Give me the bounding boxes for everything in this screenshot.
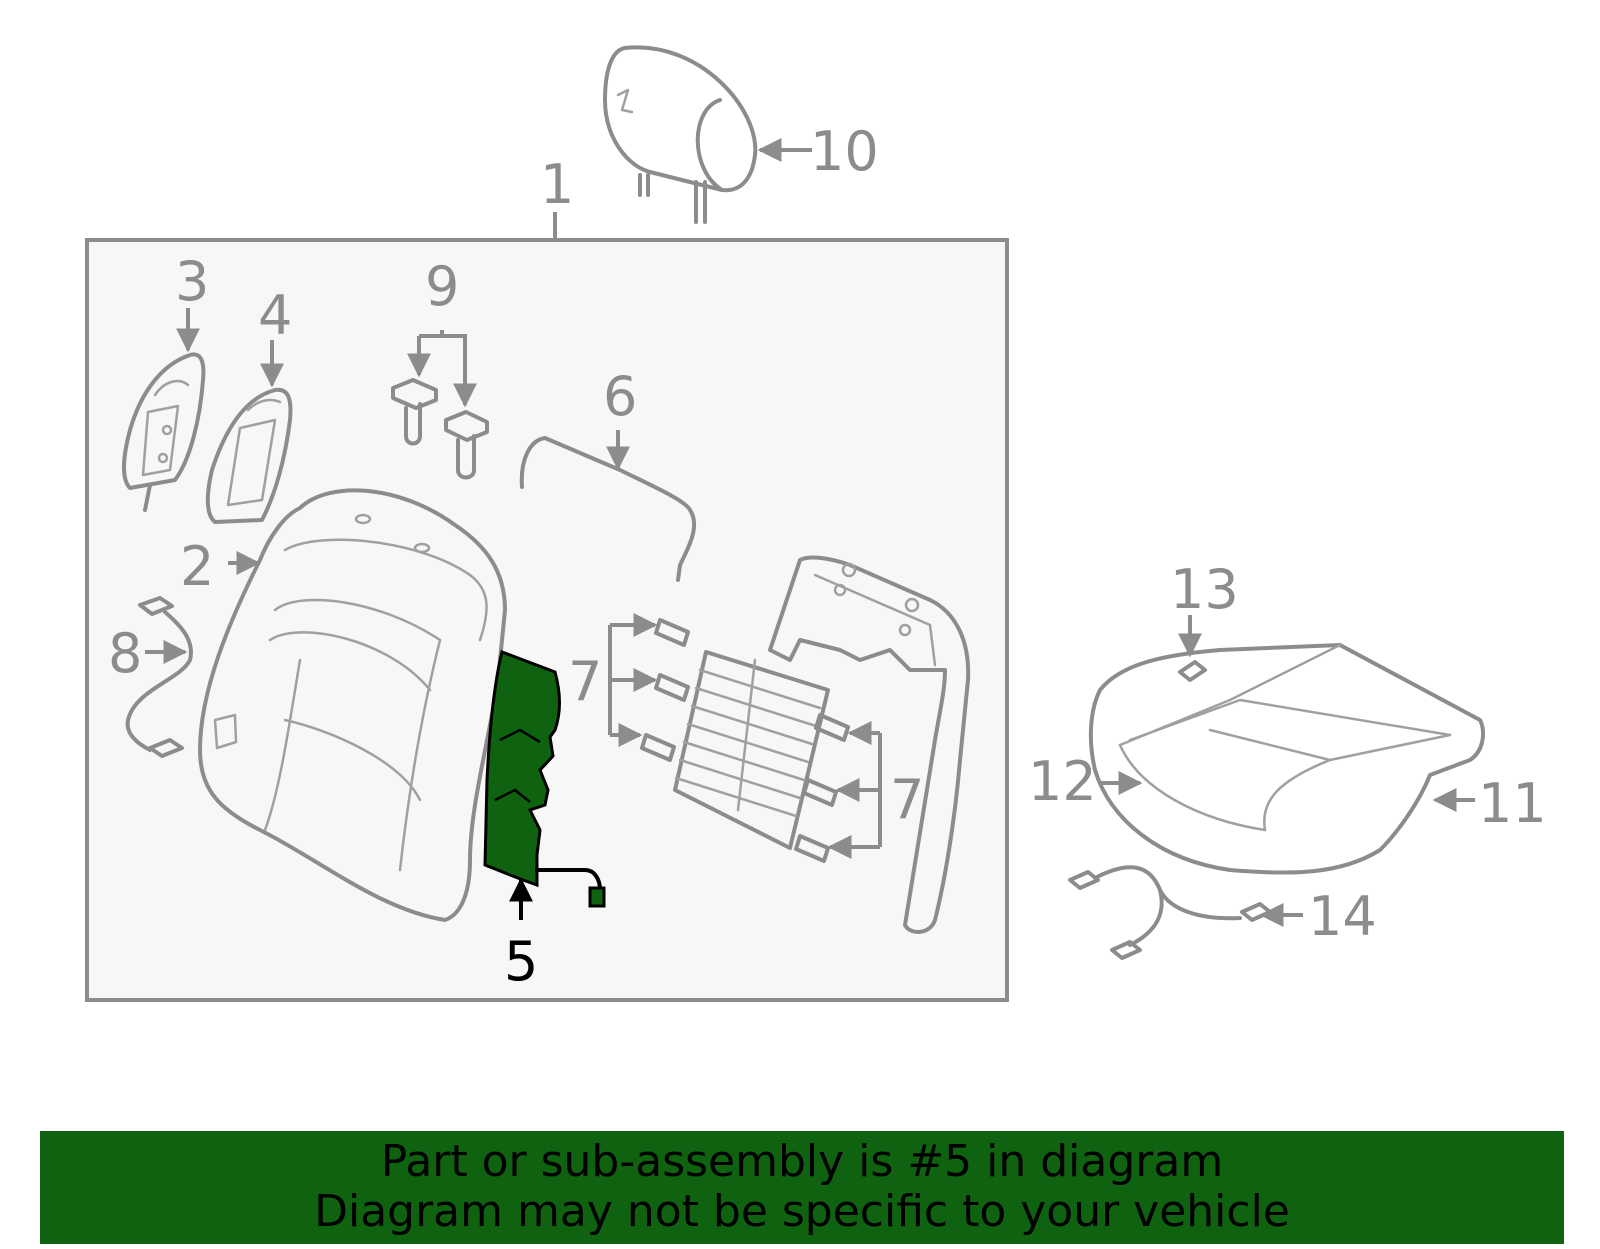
callout-10: 10 xyxy=(810,120,879,183)
side-trim-cover-3 xyxy=(122,352,206,512)
seat-back-cover xyxy=(198,488,507,922)
callout-13: 13 xyxy=(1170,558,1239,621)
callout-14: 14 xyxy=(1308,885,1377,948)
info-banner: Part or sub-assembly is #5 in diagram Di… xyxy=(40,1131,1564,1244)
spring-panel xyxy=(673,650,830,850)
headrest xyxy=(603,45,758,224)
seat-cushion xyxy=(1088,643,1485,875)
callout-2: 2 xyxy=(180,535,214,598)
callout-5: 5 xyxy=(504,930,538,993)
callout-1: 1 xyxy=(540,153,574,216)
callout-7-right: 7 xyxy=(890,768,924,831)
callout-3: 3 xyxy=(175,250,209,313)
wiring-harness-8 xyxy=(125,596,193,758)
side-trim-cover-4 xyxy=(205,387,293,524)
lumbar-rod xyxy=(519,436,697,582)
seat-back-assembly-frame xyxy=(85,238,1009,1002)
callout-9: 9 xyxy=(425,255,459,318)
callout-11: 11 xyxy=(1478,772,1547,835)
seat-back-frame xyxy=(768,555,971,934)
callout-4: 4 xyxy=(258,284,292,347)
banner-line-1: Part or sub-assembly is #5 in diagram xyxy=(380,1136,1224,1187)
seat-heater-pad-highlighted xyxy=(483,650,606,908)
callout-12: 12 xyxy=(1028,750,1097,813)
callout-7-left: 7 xyxy=(568,650,602,713)
callout-6: 6 xyxy=(603,365,637,428)
headrest-guide xyxy=(391,378,489,480)
banner-line-2: Diagram may not be specific to your vehi… xyxy=(314,1186,1290,1237)
wiring-harness-14 xyxy=(1068,865,1272,960)
callout-8: 8 xyxy=(108,622,142,685)
